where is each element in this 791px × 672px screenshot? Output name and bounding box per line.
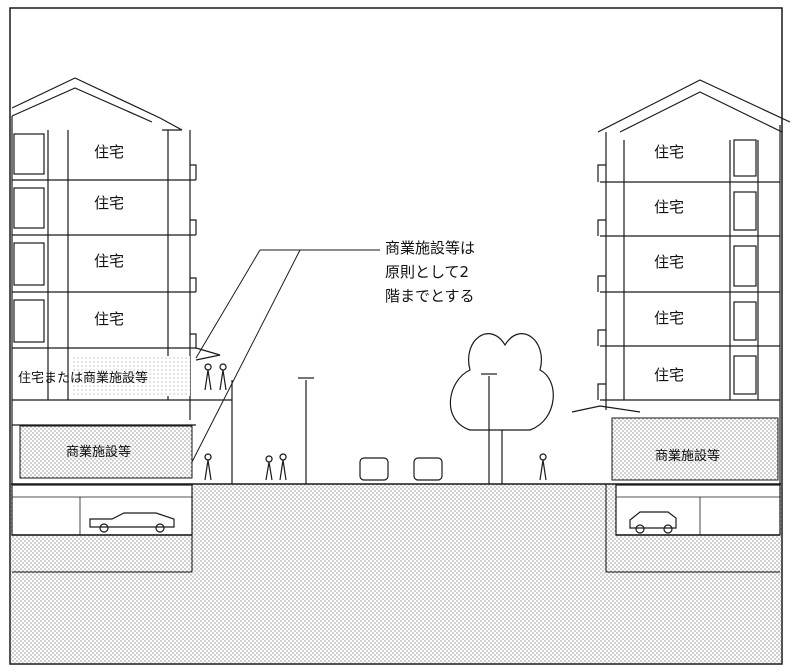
left-housing-label-3: 住宅 [94, 252, 125, 270]
left-housing-label-1: 住宅 [94, 143, 125, 161]
right-housing-label-1: 住宅 [654, 143, 685, 161]
commercial-height-note: 商業施設等は 原則として2 階までとする [385, 236, 475, 308]
note-line-1: 商業施設等は [385, 239, 476, 257]
right-building [571, 79, 791, 484]
figure-frame [9, 7, 783, 665]
street-elements [89, 333, 677, 534]
left-housing-label-4: 住宅 [94, 310, 125, 328]
left-mixed-floor-band [72, 356, 190, 396]
left-commercial-label: 商業施設等 [66, 445, 132, 460]
right-housing-label-4: 住宅 [654, 309, 685, 327]
right-housing-label-5: 住宅 [654, 366, 685, 384]
right-housing-label-3: 住宅 [654, 253, 685, 271]
ground-section [11, 483, 781, 663]
right-housing-label-2: 住宅 [654, 198, 685, 216]
left-building [11, 77, 233, 484]
left-commercial-block [19, 425, 193, 479]
right-commercial-block [611, 417, 779, 481]
annotation-leaders [191, 249, 380, 463]
note-line-2: 原則として2 [385, 263, 470, 281]
left-housing-label-2: 住宅 [94, 194, 125, 212]
right-commercial-label: 商業施設等 [655, 449, 721, 464]
note-line-3: 階までとする [385, 287, 475, 305]
left-mixed-use-label: 住宅または商業施設等 [18, 371, 149, 386]
